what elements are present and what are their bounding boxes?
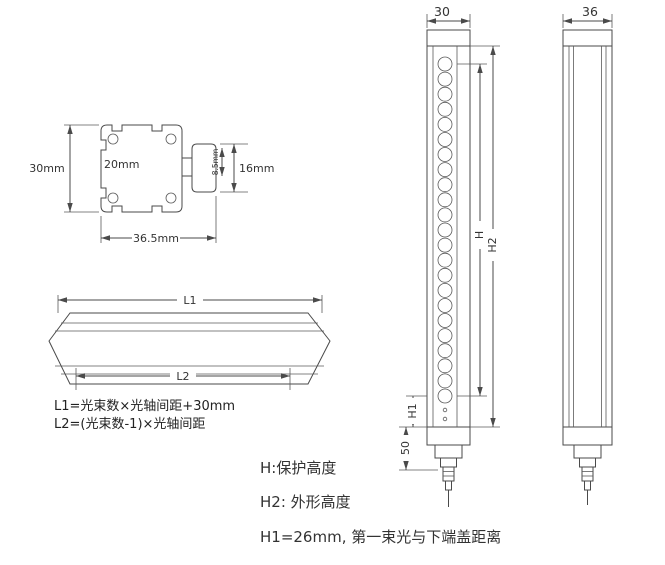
dim-l2-label: L2 [176, 370, 189, 383]
screw-boss [165, 192, 177, 204]
length-view: L1 L2 L1=光束数×光轴间距+30mm L2=(光束数-1)×光轴间距 [48, 293, 331, 432]
dim-16mm-label: 16mm [239, 162, 274, 175]
beam-lens [437, 358, 453, 374]
beam-lens [437, 117, 453, 132]
beam-lens [437, 71, 453, 87]
bar-outline [48, 312, 331, 385]
dim-h2-label: H2 [486, 237, 499, 252]
label-backing [399, 435, 413, 461]
note-h2: H2: 外形高度 [260, 493, 351, 511]
connector-tip [584, 480, 591, 491]
beam-lens [437, 177, 453, 193]
screw-boss [107, 133, 119, 145]
beam-lens [437, 282, 453, 298]
connector-block [434, 444, 463, 459]
beam-lens [437, 56, 453, 72]
dim-30-label: 30 [434, 4, 450, 19]
beam-lens [437, 298, 453, 313]
connector-plug [581, 466, 594, 482]
beam-lens [437, 147, 453, 162]
dim-36-5mm-label: 36.5mm [133, 232, 179, 245]
legend: H:保护高度 H2: 外形高度 H1=26mm, 第一束光与下端盖距离 [260, 459, 501, 546]
front-view: 30 H H2 H1 50 [399, 4, 500, 507]
beam-lens [437, 328, 453, 344]
connector-neck [440, 457, 457, 468]
beam-lens [437, 343, 453, 359]
dim-h1-label: H1 [406, 403, 419, 418]
connector-block [573, 444, 602, 459]
formula-l2: L2=(光束数-1)×光轴间距 [54, 417, 205, 432]
screw-boss [165, 133, 177, 145]
label-backing [170, 369, 196, 383]
dim-30mm-label: 30mm [29, 162, 64, 175]
beam-lens [437, 267, 453, 283]
side-profile-view: 36 [562, 4, 613, 505]
beam-lens [437, 373, 453, 389]
beam-lens [437, 207, 453, 223]
curtain-body [426, 29, 471, 446]
label-backing [486, 229, 500, 261]
screw-dot [442, 407, 448, 413]
dim-h-label: H [473, 231, 486, 239]
connector-tip [445, 480, 452, 491]
note-h1: H1=26mm, 第一束光与下端盖距离 [260, 528, 501, 546]
beam-lens [437, 132, 453, 147]
dim-36-label: 36 [582, 4, 598, 19]
profile-flange-outline [191, 143, 217, 193]
beam-lens [437, 222, 453, 238]
label-backing [406, 398, 420, 424]
beam-lens [437, 192, 453, 208]
dim-8-5mm-label: 8.5mm [211, 149, 220, 176]
dim-l1-label: L1 [183, 294, 196, 307]
label-backing [473, 221, 487, 249]
beam-lens [437, 86, 453, 102]
beam-lens [437, 162, 453, 178]
screw-boss [107, 192, 119, 204]
cross-section-view: 30mm 20mm 8.5mm 16mm 36.5mm [29, 124, 274, 245]
note-h: H:保护高度 [260, 459, 336, 477]
label-backing [132, 231, 180, 245]
beam-column [437, 56, 453, 404]
formula-l1: L1=光束数×光轴间距+30mm [54, 399, 235, 414]
beam-lens [437, 237, 453, 253]
beam-lens [437, 101, 453, 117]
beam-lens [437, 252, 453, 268]
beam-lens [437, 388, 453, 404]
curtain-body-side [562, 29, 613, 446]
beam-lens [437, 313, 453, 328]
screw-dot [442, 416, 448, 422]
label-backing [177, 293, 203, 307]
profile-body-outline [100, 124, 183, 213]
dim-20mm-label: 20mm [104, 158, 139, 171]
connector-plug [442, 466, 455, 482]
dim-50-label: 50 [399, 441, 412, 455]
connector-neck [579, 457, 596, 468]
